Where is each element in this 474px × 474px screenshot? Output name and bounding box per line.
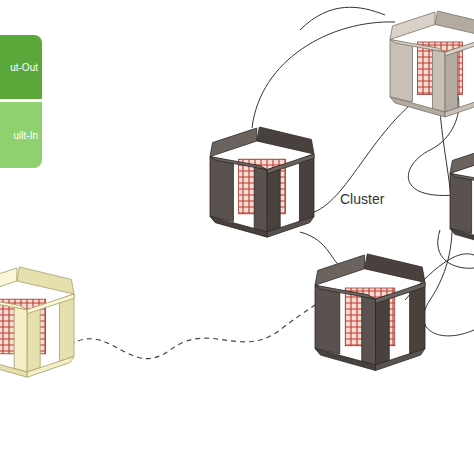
cube <box>450 146 474 248</box>
legend-box: uilt-In <box>0 102 42 168</box>
cluster-label: Cluster <box>340 191 384 207</box>
cube <box>210 127 314 237</box>
dashed-wire <box>70 305 315 359</box>
cube <box>390 11 474 117</box>
box-label: ut-Out <box>10 62 42 73</box>
box-label: uilt-In <box>14 130 42 141</box>
cube <box>0 267 74 377</box>
cube <box>315 254 425 371</box>
legend-box: ut-Out <box>0 35 42 99</box>
